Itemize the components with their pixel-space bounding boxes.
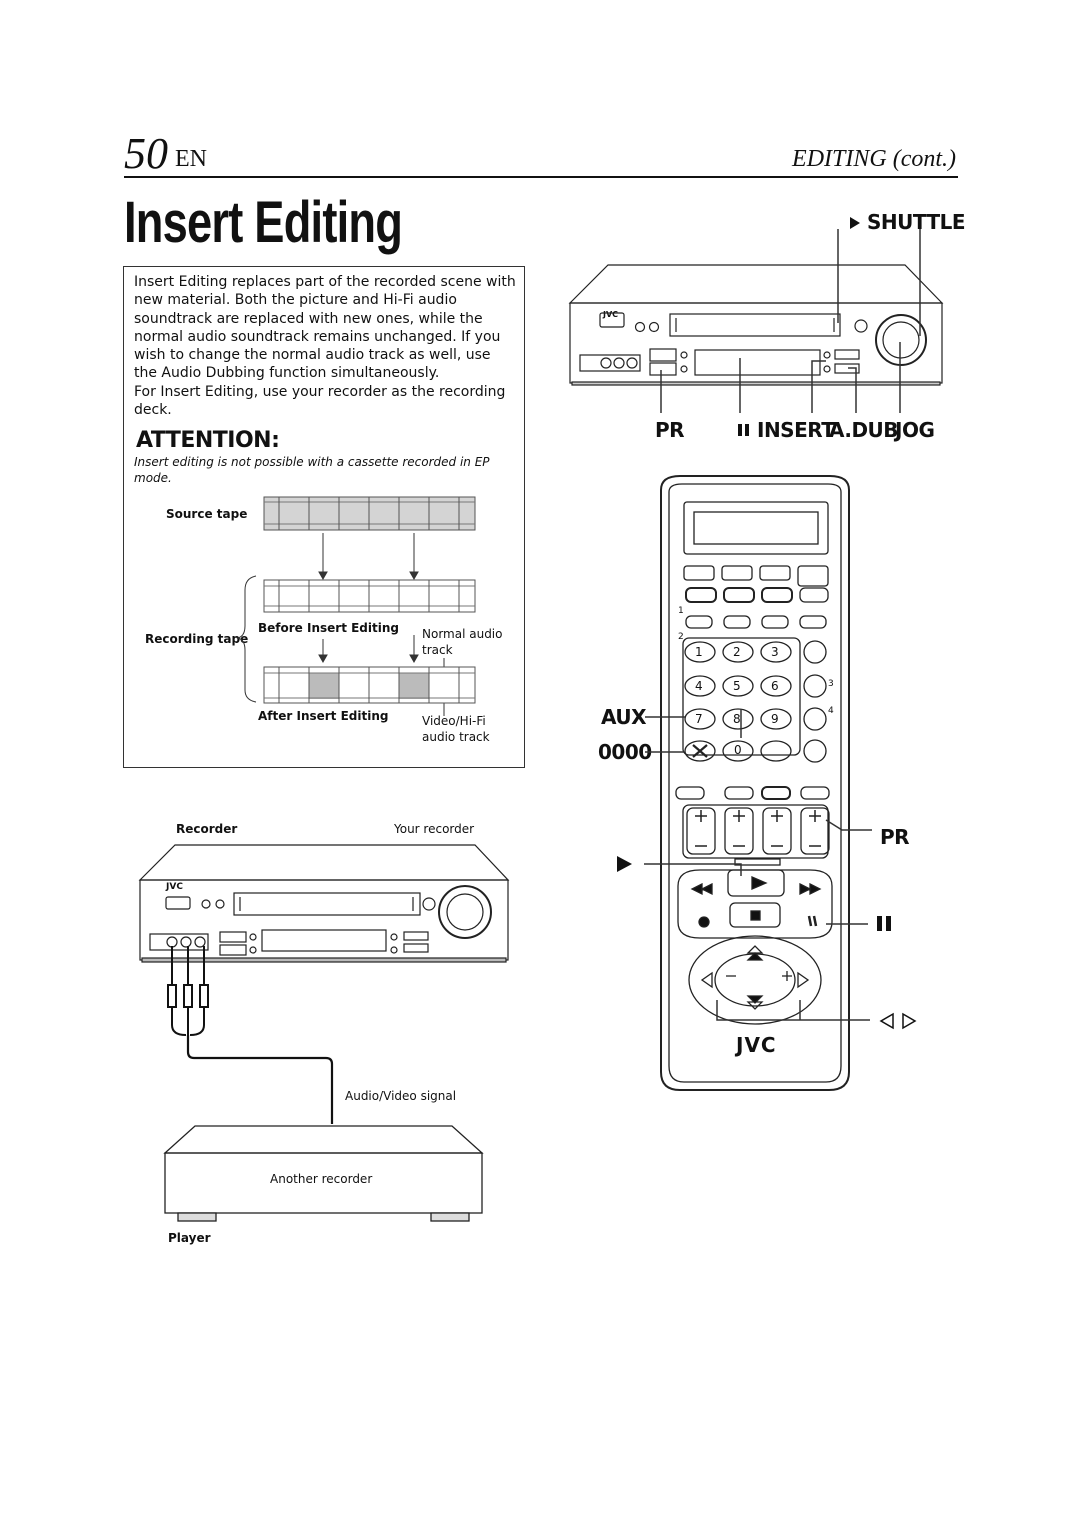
remote-play-icon xyxy=(617,856,632,872)
vcr-callout-lines xyxy=(660,217,921,413)
key-2[interactable]: 2 xyxy=(733,645,741,659)
remote-control xyxy=(660,475,850,1091)
key-4[interactable]: 4 xyxy=(695,679,703,693)
source-tape-label: Source tape xyxy=(166,507,248,521)
key-1[interactable]: 1 xyxy=(695,645,703,659)
header-rule xyxy=(124,176,958,178)
small-vcr-brand: JVC xyxy=(166,882,183,892)
page-number: 50 xyxy=(124,129,168,178)
remote-pr-label: PR xyxy=(880,825,910,849)
source-tape xyxy=(263,496,476,531)
key-9[interactable]: 9 xyxy=(771,712,779,726)
recording-tape-label: Recording tape xyxy=(145,632,249,646)
key-0[interactable]: 0 xyxy=(734,743,742,757)
side-number-1: 1 xyxy=(678,606,684,616)
adub-label: A.DUB xyxy=(829,418,899,442)
key-5[interactable]: 5 xyxy=(733,679,741,693)
page-title: Insert Editing xyxy=(124,190,403,255)
key-8[interactable]: 8 xyxy=(733,712,741,726)
jog-label: JOG xyxy=(895,418,935,442)
play-icon xyxy=(850,217,860,229)
attention-text: Insert editing is not possible with a ca… xyxy=(134,455,490,485)
intro-text: Insert Editing replaces part of the reco… xyxy=(134,273,516,419)
recording-tape-before xyxy=(263,579,476,613)
av-cables xyxy=(167,946,334,1124)
videohifi-label: Video/Hi-Fi xyxy=(422,714,486,728)
normal-audio-label-2: track xyxy=(422,643,453,657)
zeros-label: 0000 xyxy=(598,740,652,764)
side-number-4: 4 xyxy=(828,706,834,716)
signal-label: Audio/Video signal xyxy=(345,1089,457,1103)
before-insert-label: Before Insert Editing xyxy=(258,621,399,635)
info-box xyxy=(123,266,525,768)
vcr-brand: JVC xyxy=(603,310,619,319)
after-insert-label: After Insert Editing xyxy=(258,709,389,723)
remote-brand: JVC xyxy=(736,1033,777,1057)
key-6[interactable]: 6 xyxy=(771,679,779,693)
language-code: EN xyxy=(175,146,207,172)
another-recorder-label: Another recorder xyxy=(270,1172,373,1186)
intro-paragraph-2: For Insert Editing, use your recorder as… xyxy=(134,383,506,419)
source-arrows xyxy=(318,533,419,581)
key-3[interactable]: 3 xyxy=(771,645,779,659)
side-number-3: 3 xyxy=(828,679,834,689)
section-title: EDITING (cont.) xyxy=(792,146,956,172)
attention-heading: ATTENTION: xyxy=(136,428,280,453)
shuttle-label: SHUTTLE xyxy=(867,210,966,234)
remote-callout-lines xyxy=(644,709,872,1021)
player-label: Player xyxy=(168,1231,211,1245)
pause-icon xyxy=(738,424,749,436)
intro-paragraph-1: Insert Editing replaces part of the reco… xyxy=(134,274,516,382)
remote-pause-icon xyxy=(877,916,891,931)
another-recorder-illustration xyxy=(163,1125,484,1222)
vcr-illustration xyxy=(568,264,944,386)
side-number-2: 2 xyxy=(678,632,684,642)
recorder-illustration xyxy=(138,844,510,963)
recording-tape-after xyxy=(263,666,476,704)
insert-label: INSERT xyxy=(757,418,835,442)
your-recorder-label: Your recorder xyxy=(394,822,475,836)
videohifi-label-2: audio track xyxy=(422,730,490,744)
left-right-arrows-icon xyxy=(879,1012,917,1030)
pr-label: PR xyxy=(655,418,685,442)
normal-audio-label: Normal audio xyxy=(422,627,503,641)
key-7[interactable]: 7 xyxy=(695,712,703,726)
aux-label: AUX xyxy=(601,705,647,729)
recorder-label: Recorder xyxy=(176,822,238,836)
